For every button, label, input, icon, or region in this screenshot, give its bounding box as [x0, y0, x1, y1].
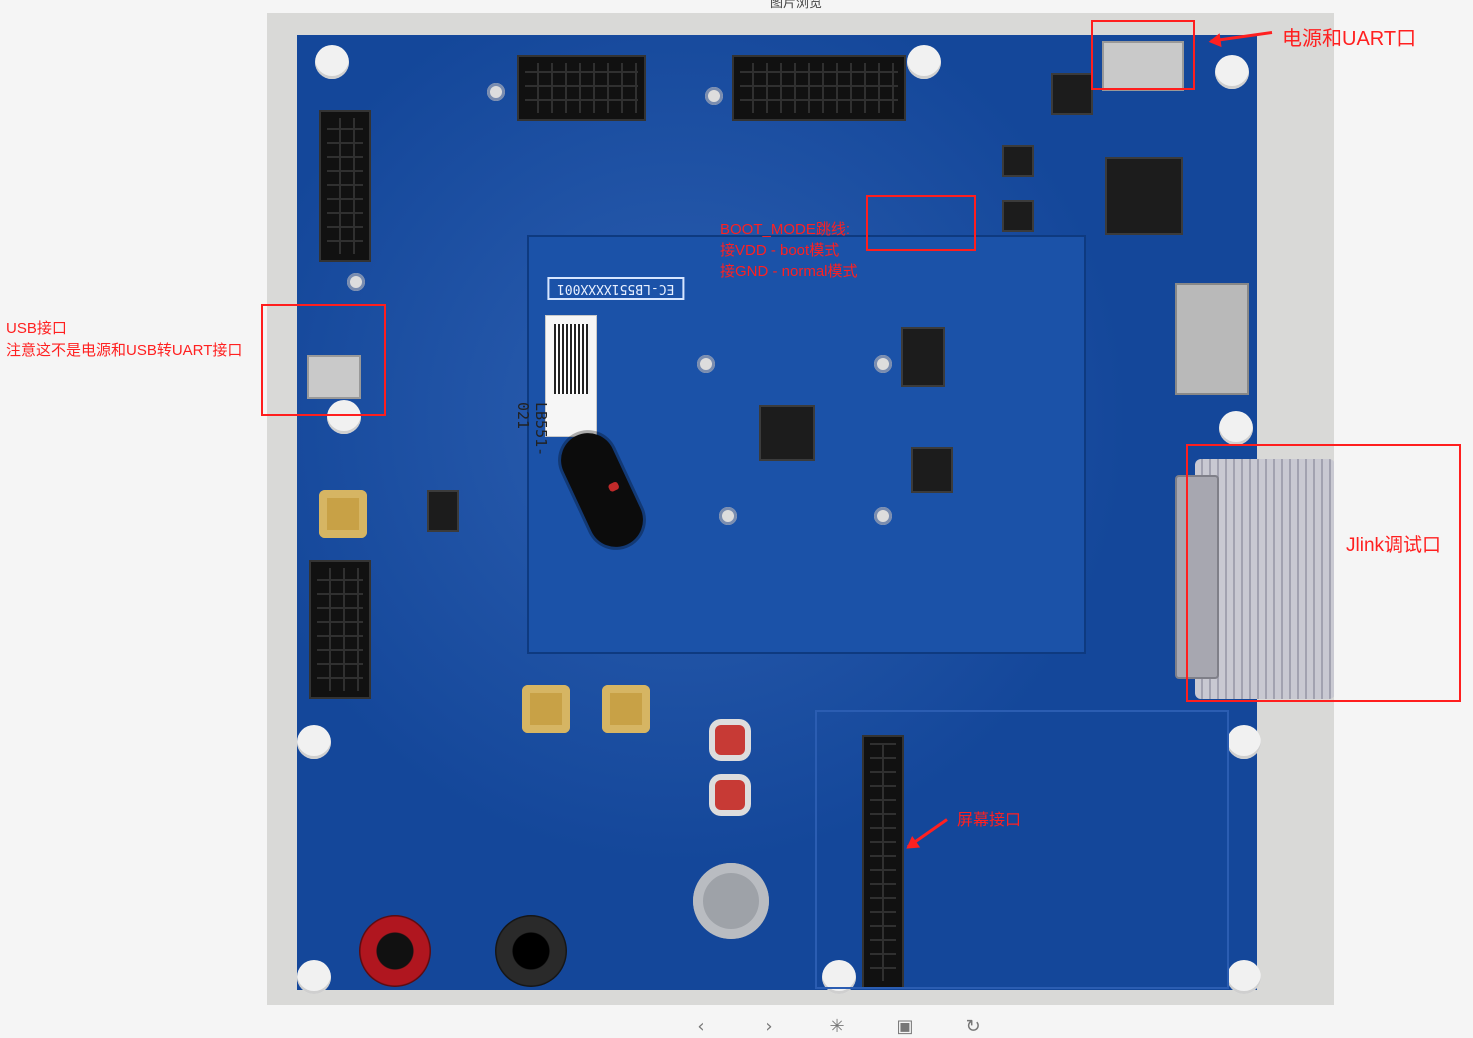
side-header-left — [319, 110, 371, 262]
arduino-header-right — [732, 55, 906, 121]
standoff-bottom-right — [1227, 960, 1261, 994]
sma-connector-2 — [522, 685, 570, 733]
chip-top-small-3 — [1002, 200, 1034, 232]
top-caption: 图片浏览 — [770, 0, 823, 11]
standoff-right-mid — [1219, 411, 1253, 445]
prev-icon[interactable]: ‹ — [697, 1016, 705, 1037]
image-viewer-toolbar: ‹ › ✳ ▣ ↻ — [690, 1016, 984, 1038]
boot-mode-callout-vdd: 接VDD - boot模式 — [720, 242, 840, 259]
rotary-encoder-knob — [693, 863, 769, 939]
pcb-board: EC-LB551XXXX001 LB551-021 — [297, 35, 1261, 994]
chip-module-right-2 — [911, 447, 953, 493]
module-hole-2 — [874, 355, 892, 373]
jlink-callout: Jlink调试口 — [1346, 535, 1442, 556]
barcode-text: LB551-021 — [514, 402, 550, 457]
chip-soc — [759, 405, 815, 461]
boot-mode-highlight-box — [866, 195, 976, 251]
standoff-top-mid — [907, 45, 941, 79]
fullscreen-icon[interactable]: ▣ — [896, 1016, 914, 1037]
screen-connector — [862, 735, 904, 989]
mount-hole-2 — [705, 87, 723, 105]
usb-c-port — [1102, 41, 1184, 91]
mount-hole-3 — [347, 273, 365, 291]
module-label: EC-LB551XXXX001 — [547, 277, 685, 300]
chip-module-right-1 — [901, 327, 945, 387]
sd-card-slot — [1175, 283, 1249, 395]
standoff-left-lower — [297, 725, 331, 759]
power-uart-callout: 电源和UART口 — [1282, 28, 1417, 50]
power-jack-black — [495, 915, 567, 987]
chip-mcu-top-right — [1105, 157, 1183, 235]
jlink-ribbon-cable — [1175, 459, 1334, 699]
usb-callout-note: 注意这不是电源和USB转UART接口 — [6, 342, 243, 359]
usb-callout-title: USB接口 — [6, 320, 67, 337]
mount-hole-1 — [487, 83, 505, 101]
barcode-sticker: LB551-021 — [514, 315, 597, 456]
arduino-header-left — [517, 55, 646, 121]
board-photo: EC-LB551XXXX001 LB551-021 — [267, 13, 1334, 1005]
chip-top-small-1 — [1051, 73, 1093, 115]
sma-connector-1 — [319, 490, 367, 538]
standoff-right-lower — [1227, 725, 1261, 759]
jlink-highlight-box — [1186, 444, 1461, 702]
key1-button — [715, 780, 745, 810]
standoff-bottom-left — [297, 960, 331, 994]
screen-callout: 屏幕接口 — [957, 812, 1022, 829]
boot-mode-callout-gnd: 接GND - normal模式 — [720, 263, 858, 280]
next-icon[interactable]: › — [765, 1016, 773, 1037]
standoff-left-mid — [327, 400, 361, 434]
lb551-module: EC-LB551XXXX001 LB551-021 — [514, 235, 1086, 654]
micro-usb-port — [307, 355, 361, 399]
power-jack-red — [359, 915, 431, 987]
power-uart-highlight-box — [1091, 20, 1195, 90]
rotate-icon[interactable]: ↻ — [965, 1016, 981, 1037]
module-hole-1 — [697, 355, 715, 373]
screen-area-outline — [815, 710, 1229, 989]
boot-mode-callout-title: BOOT_MODE跳线: — [720, 221, 851, 238]
module-hole-3 — [719, 507, 737, 525]
reset-button — [715, 725, 745, 755]
barcode-lines — [554, 324, 588, 394]
chip-left-mid — [427, 490, 459, 532]
module-hole-4 — [874, 507, 892, 525]
chip-top-small-2 — [1002, 145, 1034, 177]
j0802-header — [309, 560, 371, 699]
sma-connector-3 — [602, 685, 650, 733]
standoff-top-left — [315, 45, 349, 79]
fit-icon[interactable]: ✳ — [829, 1016, 845, 1037]
standoff-top-right — [1215, 55, 1249, 89]
usb-highlight-box — [261, 304, 386, 416]
